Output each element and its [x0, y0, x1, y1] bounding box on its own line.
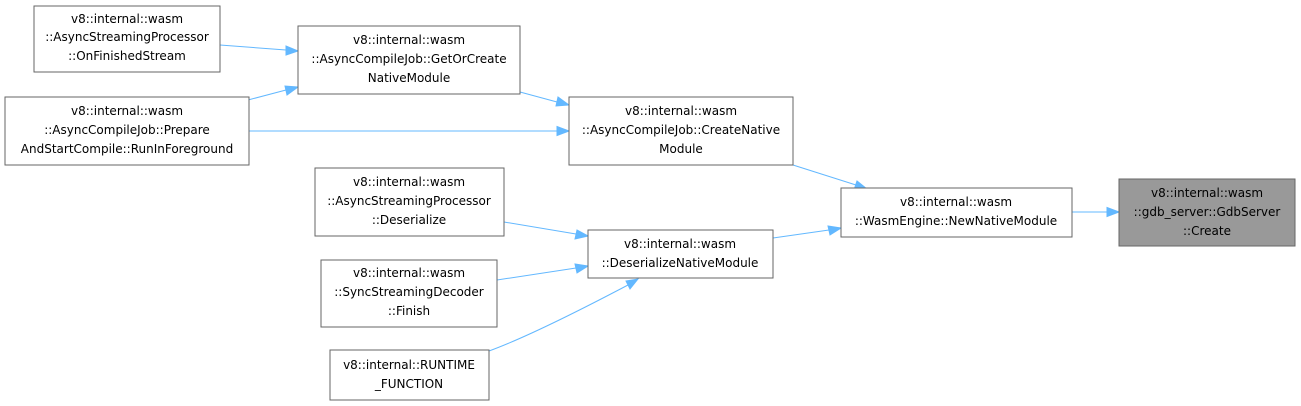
node-prepare-and-start-compile[interactable]: v8::internal::wasm ::AsyncCompileJob::Pr… [4, 96, 250, 166]
node-get-or-create-native-module[interactable]: v8::internal::wasm ::AsyncCompileJob::Ge… [297, 25, 521, 95]
edge-newnative-to-gdbservercreate [1072, 206, 1121, 218]
node-async-streaming-deserialize[interactable]: v8::internal::wasm ::AsyncStreamingProce… [314, 167, 505, 237]
edge-onfinishedstream-to-getorcreate [219, 44, 300, 56]
node-new-native-module[interactable]: v8::internal::wasm ::WasmEngine::NewNati… [840, 187, 1073, 238]
node-gdb-server-create[interactable]: v8::internal::wasm ::gdb_server::GdbServ… [1118, 178, 1296, 247]
node-label-line: Module [659, 142, 703, 156]
node-label-line: ::gdb_server::GdbServer [1134, 205, 1281, 219]
node-label-line: v8::internal::wasm [353, 33, 465, 47]
node-label-line: v8::internal::wasm [353, 175, 465, 189]
node-on-finished-stream[interactable]: v8::internal::wasm ::AsyncStreamingProce… [33, 5, 221, 73]
node-label-line: v8::internal::wasm [1151, 186, 1263, 200]
node-label-line: v8::internal::wasm [353, 266, 465, 280]
node-label-line: _FUNCTION [374, 377, 443, 391]
node-label-line: NativeModule [368, 71, 451, 85]
node-label-line: v8::internal::wasm [625, 104, 737, 118]
edge-prepare-to-createnative [249, 125, 571, 137]
node-label-line: ::AsyncStreamingProcessor [45, 30, 209, 44]
edge-runtime-to-deserializenative [488, 278, 640, 352]
edge-deserializenative-to-newnative [772, 225, 843, 239]
node-label-line: ::WasmEngine::NewNativeModule [855, 214, 1057, 228]
node-label-line: v8::internal::wasm [71, 104, 183, 118]
node-label-line: ::AsyncStreamingProcessor [327, 194, 491, 208]
node-create-native-module[interactable]: v8::internal::wasm ::AsyncCompileJob::Cr… [568, 96, 794, 166]
node-label-line: AndStartCompile::RunInForeground [21, 142, 233, 156]
edge-prepare-to-getorcreate [247, 85, 300, 101]
node-label-line: ::Deserialize [372, 213, 446, 227]
nodes-layer: v8::internal::wasm ::AsyncStreamingProce… [4, 5, 1296, 401]
edge-asyncdeserialize-to-deserializenative [503, 221, 590, 240]
edge-getorcreate-to-createnative [519, 91, 571, 107]
node-label-line: ::DeserializeNativeModule [602, 256, 759, 270]
node-sync-streaming-decoder-finish[interactable]: v8::internal::wasm ::SyncStreamingDecode… [320, 259, 498, 328]
node-runtime-function[interactable]: v8::internal::RUNTIME _FUNCTION [329, 349, 490, 401]
node-label-line: v8::internal::wasm [624, 237, 736, 251]
node-label-line: ::Create [1183, 224, 1231, 238]
node-label-line: ::AsyncCompileJob::GetOrCreate [311, 52, 506, 66]
node-label-line: ::SyncStreamingDecoder [334, 285, 484, 299]
node-label-line: ::OnFinishedStream [68, 49, 186, 63]
edge-syncdecoder-to-deserializenative [496, 263, 590, 281]
node-label-line: v8::internal::wasm [71, 12, 183, 26]
node-label-line: ::AsyncCompileJob::CreateNative [582, 123, 780, 137]
edge-createnative-to-newnative [792, 164, 869, 191]
node-label-line: ::AsyncCompileJob::Prepare [44, 123, 210, 137]
node-label-line: v8::internal::wasm [900, 195, 1012, 209]
node-deserialize-native-module[interactable]: v8::internal::wasm ::DeserializeNativeMo… [587, 229, 774, 279]
node-label-line: v8::internal::RUNTIME [343, 358, 475, 372]
node-label-line: ::Finish [388, 304, 430, 318]
edges-layer [219, 44, 1121, 352]
